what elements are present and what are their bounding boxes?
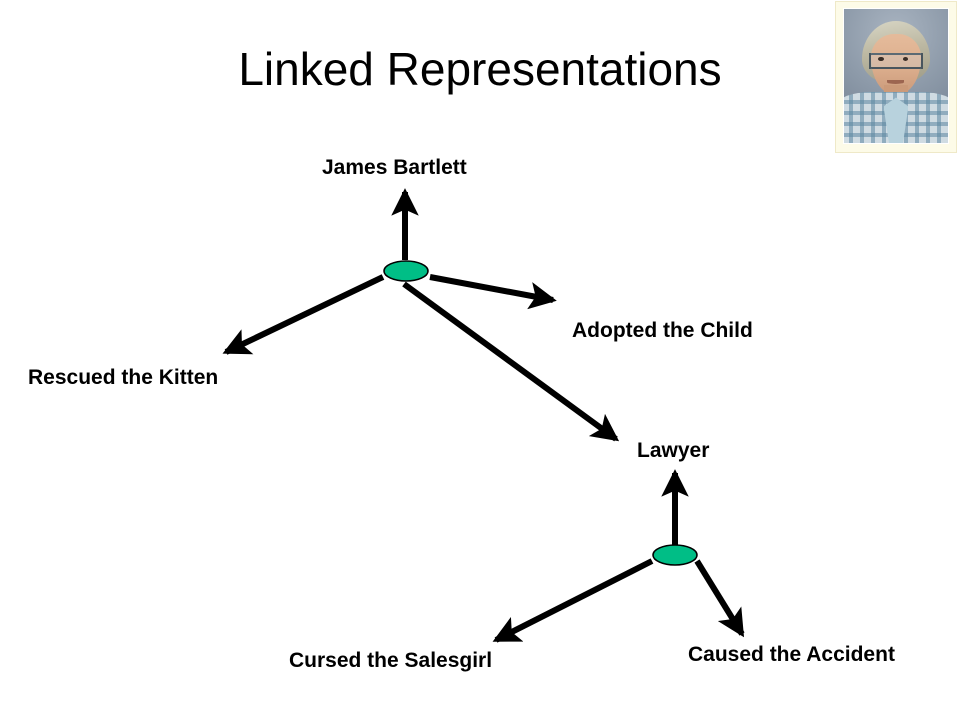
label-adopted-the-child: Adopted the Child: [572, 319, 753, 342]
edge-upper-to-lawyer: [402, 281, 620, 442]
portrait-face: [871, 34, 921, 95]
edge-lower-to-caused-the-accident: [694, 559, 745, 638]
label-lawyer: Lawyer: [637, 439, 710, 462]
node-lower-ellipse[interactable]: [652, 544, 698, 566]
node-upper-ellipse[interactable]: [383, 260, 429, 282]
page-title: Linked Representations: [238, 43, 722, 95]
portrait-photo-frame: [836, 2, 956, 152]
label-cursed-the-salesgirl: Cursed the Salesgirl: [289, 649, 493, 672]
portrait-eye-left: [878, 57, 884, 62]
glasses-icon: [868, 53, 924, 70]
portrait-eye-right: [903, 57, 909, 62]
label-james-bartlett: James Bartlett: [322, 156, 467, 179]
portrait-photo: [844, 9, 948, 143]
label-rescued-the-kitten: Rescued the Kitten: [28, 366, 219, 389]
portrait-mouth: [886, 80, 905, 85]
label-caused-the-accident: Caused the Accident: [688, 643, 895, 666]
edge-upper-to-rescued-the-kitten: [222, 274, 385, 355]
edge-upper-to-adopted-the-child: [429, 274, 557, 310]
edge-lower-to-cursed-the-salesgirl: [492, 558, 654, 643]
